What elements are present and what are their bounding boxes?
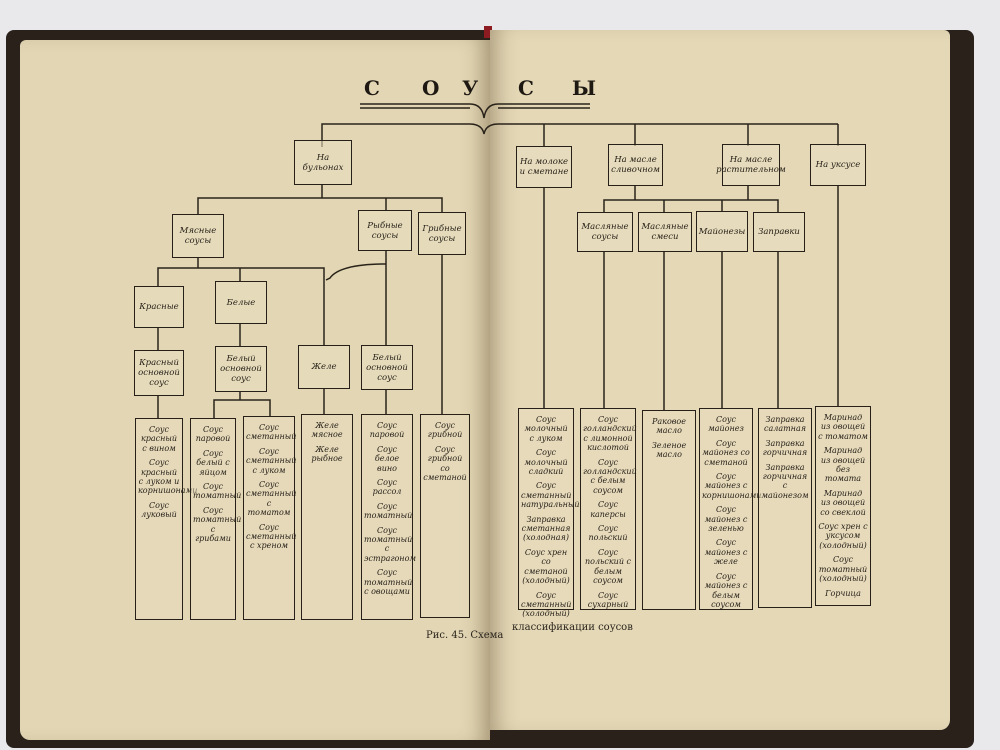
title-letter-4: С [518, 76, 536, 100]
node-butter-mixes: Масляные смеси [638, 212, 692, 252]
list-item: Соус сметанный с луком [246, 446, 297, 475]
list-item: Заправка салатная [763, 415, 807, 434]
title-letter-1: С [364, 76, 382, 100]
title-letter-3: У [462, 76, 481, 100]
list-item: Заправка горчичная с майонезом [761, 462, 809, 500]
column-mayonnaise: Соус майонез Соус майонез со сметаной Со… [699, 408, 762, 610]
column-white-sauces-2: Соус сметанный Соус сметанный с луком Со… [243, 416, 297, 620]
node-mayonnaise: Майонезы [696, 211, 748, 252]
list-item: Соус сметанный [246, 423, 297, 442]
list-item: Маринад из овощей без томата [820, 446, 866, 484]
list-item: Соус молочный с луком [524, 415, 568, 443]
list-item: Соус томатный с овощами [364, 568, 413, 597]
list-item: Соус хрен с уксусом (холодный) [818, 522, 868, 550]
list-item: Соус сметанный с томатом [246, 480, 297, 518]
list-item: Соус сметанный (холодный) [521, 590, 572, 619]
list-item: Соус майонез с желе [704, 538, 748, 567]
column-dressings: Заправка салатная Заправка горчичная Зап… [758, 408, 812, 608]
node-butter: На масле сливочном [608, 144, 663, 186]
list-item: Соус красный с луком и корнишонами [138, 458, 198, 496]
list-item: Соус голландский с белым соусом [583, 457, 637, 495]
node-meat: Мясные соусы [172, 214, 224, 258]
list-item: Соус паровой [369, 421, 405, 440]
list-item: Соус майонез с белым соусом [704, 571, 748, 609]
list-item: Зеленое масло [651, 440, 687, 460]
list-item: Соус белый с яйцом [196, 448, 230, 477]
list-item: Соус томатный (холодный) [818, 555, 868, 584]
node-butter-sauces: Масляные соусы [577, 212, 633, 252]
list-item: Соус томатный с эстрагоном [364, 525, 417, 563]
list-item: Раковое масло [652, 417, 686, 436]
list-item: Соус майонез с зеленью [704, 505, 748, 534]
column-butter-mixes: Раковое масло Зеленое масло [642, 410, 696, 610]
node-bouillon: На бульонах [294, 140, 352, 185]
list-item: Соус томатный [364, 501, 413, 521]
column-white-sauces-1: Соус паровой Соус белый с яйцом Соус том… [190, 418, 242, 620]
column-mushroom-sauces: Соус грибной Соус грибной со сметаной [420, 414, 470, 618]
node-white: Белые [215, 281, 267, 324]
column-red-sauces: Соус красный с вином Соус красный с луко… [135, 418, 198, 620]
list-item: Соус польский [588, 524, 628, 543]
node-jelly: Желе [298, 345, 350, 389]
list-item: Горчица [825, 588, 861, 598]
list-item: Соус хрен со сметаной (холодный) [522, 547, 570, 586]
list-item: Соус майонез [708, 415, 744, 434]
column-fish-sauces: Соус паровой Соус белое вино Соус рассол… [361, 414, 417, 620]
list-item: Соус сметанный с хреном [246, 522, 297, 551]
list-item: Соус белое вино [374, 444, 400, 473]
bookmark-ribbon [484, 26, 492, 38]
list-item: Соус сухарный [587, 590, 629, 609]
node-red: Красные [134, 286, 184, 328]
column-butter-sauces: Соус голландский с лимонной кислотой Соу… [580, 408, 637, 610]
list-item: Соус луковый [141, 500, 177, 520]
node-mushroom: Грибные соусы [418, 212, 466, 255]
column-jelly: Желе мясное Желе рыбное [301, 414, 353, 620]
list-item: Соус красный с вином [140, 425, 178, 453]
caption-left: Рис. 45. Схема [426, 630, 504, 641]
list-item: Соус грибной [427, 421, 463, 440]
list-item: Соус молочный сладкий [524, 448, 568, 477]
column-milk-sauces: Соус молочный с луком Соус молочный слад… [518, 408, 580, 618]
node-dressings: Заправки [753, 212, 805, 252]
node-fish: Рыбные соусы [358, 210, 412, 251]
list-item: Заправка горчичная [762, 438, 808, 458]
list-item: Маринад из овощей с томатом [818, 413, 868, 441]
node-oil: На масле растительном [716, 144, 786, 186]
list-item: Соус майонез со сметаной [702, 438, 750, 467]
caption-right: классификации соусов [512, 622, 633, 633]
list-item: Заправка сметанная (холодная) [521, 514, 571, 543]
list-item: Желе мясное [311, 421, 343, 440]
list-item: Желе рыбное [311, 444, 343, 464]
list-item: Соус томатный с грибами [193, 505, 242, 544]
list-item: Соус рассол [372, 478, 402, 497]
node-vinegar: На уксусе [810, 144, 866, 186]
list-item: Маринад из овощей со свеклой [820, 488, 866, 517]
node-milk: На молоке и сметане [516, 146, 572, 188]
list-item: Соус каперсы [590, 500, 626, 519]
node-red-base: Красный основной соус [134, 350, 184, 396]
list-item: Соус голландский с лимонной кислотой [583, 415, 637, 453]
list-item: Соус польский с белым соусом [584, 547, 631, 586]
node-white-base: Белый основной соус [215, 346, 267, 392]
list-item: Соус сметанный натуральный [521, 481, 580, 510]
node-fish-white-base: Белый основной соус [361, 345, 413, 390]
list-item: Соус томатный [193, 482, 242, 501]
title-letter-5: Ы [572, 76, 599, 100]
column-vinegar-sauces: Маринад из овощей с томатом Маринад из о… [815, 406, 871, 606]
list-item: Соус грибной со сметаной [423, 444, 467, 483]
list-item: Соус паровой [195, 425, 231, 444]
title-letter-2: О [422, 76, 442, 100]
list-item: Соус майонез с корнишонами [702, 472, 762, 500]
